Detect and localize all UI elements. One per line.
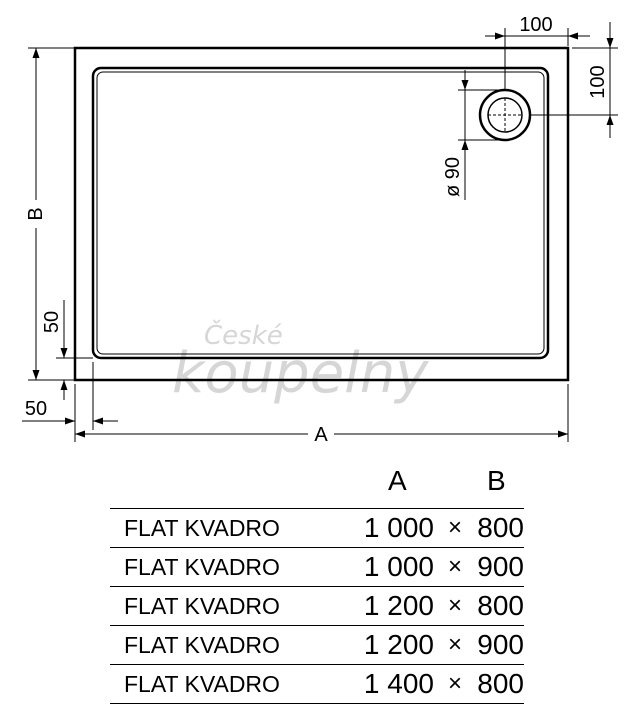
header-b: B	[487, 465, 506, 496]
row-a: 1 000	[363, 512, 434, 543]
row-b: 800	[477, 668, 524, 699]
header-a: A	[388, 465, 407, 496]
table-row: FLAT KVADRO 1 200 × 800	[110, 586, 524, 625]
row-b: 900	[477, 551, 524, 582]
tray-inner-surface-line	[96, 71, 545, 355]
times-symbol: ×	[447, 592, 462, 619]
row-b: 800	[477, 590, 524, 621]
table-row: FLAT KVADRO 1 000 × 800	[110, 508, 524, 547]
times-symbol: ×	[447, 553, 462, 580]
table-row: FLAT KVADRO 1 200 × 900	[110, 625, 524, 664]
drain-icon	[478, 88, 532, 142]
dim-label-a: A	[314, 424, 328, 445]
dimension-drain-diameter: ø 90	[442, 70, 505, 200]
dimension-a: A	[74, 384, 569, 445]
row-b: 800	[477, 512, 524, 543]
times-symbol: ×	[447, 631, 462, 658]
row-name: FLAT KVADRO	[124, 515, 280, 541]
dim-label-side: 50	[41, 311, 63, 333]
tray-inner-surface	[91, 66, 550, 360]
row-name: FLAT KVADRO	[124, 593, 280, 619]
watermark-large: koupelny	[172, 341, 429, 406]
table-header: A B	[110, 464, 524, 508]
dim-label-top: 100	[519, 14, 552, 36]
row-a: 1 200	[363, 590, 434, 621]
watermark-small: České	[204, 319, 283, 351]
times-symbol: ×	[447, 670, 462, 697]
size-table: A B FLAT KVADRO 1 000 × 800 FLAT KVADRO …	[110, 464, 524, 704]
dimension-rim-vertical: 50	[41, 300, 93, 400]
dimension-drain-horizontal: 100	[485, 14, 590, 90]
tray-outer-edge	[73, 46, 570, 382]
row-a: 1 400	[363, 668, 434, 699]
dimension-b: B	[25, 47, 75, 381]
row-name: FLAT KVADRO	[124, 671, 280, 697]
row-name: FLAT KVADRO	[124, 632, 280, 658]
table-row: FLAT KVADRO 1 400 × 800	[110, 664, 524, 704]
times-symbol: ×	[447, 514, 462, 541]
row-a: 1 200	[363, 629, 434, 660]
dimension-rim-horizontal: 50	[22, 362, 118, 430]
dim-label-drain: ø 90	[442, 157, 464, 197]
dimension-drain-vertical: 100	[530, 22, 618, 138]
dim-label-b: B	[25, 207, 47, 220]
shower-tray-drawing: České koupelny 100 100 ø 90	[22, 14, 618, 445]
row-name: FLAT KVADRO	[124, 554, 280, 580]
dim-label-bottom: 50	[25, 398, 47, 420]
table-row: FLAT KVADRO 1 000 × 900	[110, 547, 524, 586]
row-b: 900	[477, 629, 524, 660]
dim-label-right: 100	[587, 65, 609, 98]
row-a: 1 000	[363, 551, 434, 582]
